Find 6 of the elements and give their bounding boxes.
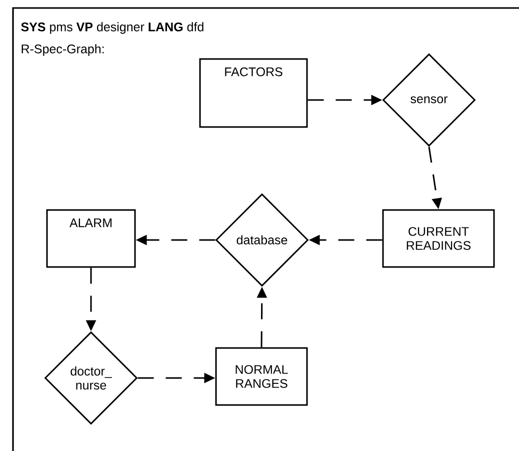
process-box: CURRENT READINGS xyxy=(382,209,495,268)
heading-text: R-Spec-Graph: xyxy=(22,44,104,56)
process-box: ALARM xyxy=(46,209,136,268)
process-box: FACTORS xyxy=(199,58,308,128)
heading-text: SYS pms VP designer LANG dfd xyxy=(21,22,204,34)
process-box: NORMAL RANGES xyxy=(215,347,308,406)
